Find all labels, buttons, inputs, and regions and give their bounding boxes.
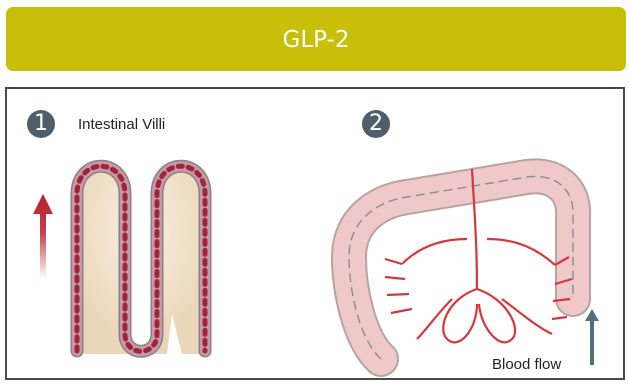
blood-flow-label: Blood flow xyxy=(492,356,561,373)
flow-arrow xyxy=(585,309,599,365)
intestine-illustration xyxy=(349,176,573,359)
step-1-badge: 1 xyxy=(27,110,55,138)
illustration-panel: 1 Intestinal Villi 2 Blood flow xyxy=(5,87,625,380)
intestinal-villi-label: Intestinal Villi xyxy=(78,116,165,133)
upward-arrow xyxy=(33,194,53,279)
villi-illustration xyxy=(77,166,205,354)
step-2-badge: 2 xyxy=(362,110,390,138)
title-banner: GLP-2 xyxy=(6,7,626,71)
banner-title: GLP-2 xyxy=(6,7,626,71)
